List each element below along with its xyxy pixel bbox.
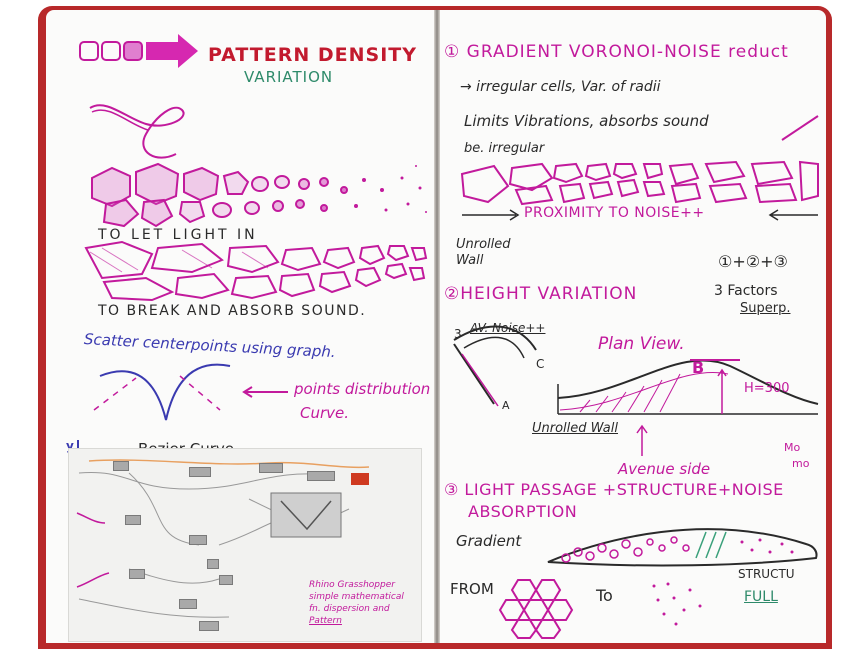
caption-let-light-in: TO LET LIGHT IN <box>98 227 258 243</box>
gh-output-node <box>351 473 369 485</box>
proximity-arrows <box>462 209 818 221</box>
label-h: H=300 <box>744 381 790 396</box>
gh-node <box>259 463 283 473</box>
grasshopper-note-line: simple mathematical <box>309 592 404 602</box>
grasshopper-screenshot: Rhino Grasshopper simple mathematical fn… <box>68 448 422 642</box>
grasshopper-note-line: fn. dispersion and <box>309 604 390 614</box>
pattern-arrow-icon <box>79 34 198 68</box>
spiral-sketch <box>89 104 185 159</box>
gh-node <box>189 467 211 477</box>
pattern-sketch-light <box>91 162 427 228</box>
gh-node <box>307 471 335 481</box>
label-3: 3 <box>454 327 462 341</box>
section1-line3: be. irregular <box>464 141 545 156</box>
gh-node <box>125 515 141 525</box>
plan-view-label: Plan View. <box>598 334 685 354</box>
hexagon-cluster <box>498 579 574 639</box>
voronoi-strip-sketch <box>460 160 819 206</box>
light-passage-sketch <box>547 528 818 567</box>
axis-y-label: y <box>66 439 74 453</box>
label-a: A <box>502 399 510 412</box>
note-curve: Curve. <box>300 404 350 422</box>
section2-title: ②HEIGHT VARIATION <box>444 284 638 304</box>
note-points-distribution: points distribution <box>294 380 431 398</box>
av-noise-label: AV. Noise++ <box>470 321 546 335</box>
gh-node <box>219 575 233 585</box>
avenue-side-label: Avenue side <box>618 460 711 478</box>
section3-title: ③ LIGHT PASSAGE +STRUCTURE+NOISE <box>444 480 784 499</box>
caption-break-absorb-sound: TO BREAK AND ABSORB SOUND. <box>98 303 367 319</box>
full-label: FULL <box>744 589 778 605</box>
pattern-sketch-sound <box>84 240 428 302</box>
section1-line2: Limits Vibrations, absorbs sound <box>464 112 709 130</box>
gh-node <box>129 569 145 579</box>
mo-label: Mo <box>784 441 801 454</box>
gh-node <box>207 559 219 569</box>
to-label: To <box>596 586 613 605</box>
section1-line1: → irregular cells, Var. of radii <box>460 79 661 95</box>
gh-node <box>189 535 207 545</box>
slash-mark <box>781 115 819 141</box>
gh-graph-panel <box>270 492 342 538</box>
gh-node <box>179 599 197 609</box>
structure-label: STRUCTU <box>738 567 795 581</box>
height-variation-sketch <box>453 325 819 415</box>
page-gutter <box>434 10 440 643</box>
mo-label: mo <box>792 457 810 470</box>
gh-node <box>199 621 219 631</box>
gradient-label: Gradient <box>456 532 522 550</box>
right-page: ① GRADIENT VORONOI-NOISE reduct → irregu… <box>440 10 826 643</box>
factors-equation: ①+②+③ <box>718 252 788 271</box>
factors-label: Superp. <box>740 301 791 316</box>
title-variation: VARIATION <box>244 68 334 86</box>
dot-pattern <box>652 582 702 626</box>
section1-title: ① GRADIENT VORONOI-NOISE reduct <box>444 42 789 62</box>
unrolled-wall-label: Wall <box>456 253 484 268</box>
label-c: C <box>536 357 545 371</box>
unrolled-wall-label-2: Unrolled Wall <box>532 421 618 436</box>
arrow-left-icon <box>242 386 288 398</box>
from-label: FROM <box>450 580 494 598</box>
title-pattern-density: PATTERN DENSITY <box>208 44 418 66</box>
unrolled-wall-label: Unrolled <box>456 237 511 252</box>
grasshopper-note-line: Rhino Grasshopper <box>309 580 395 590</box>
section3-title-2: ABSORPTION <box>468 502 578 521</box>
factors-label: 3 Factors <box>714 283 778 299</box>
label-b: B <box>692 358 705 377</box>
proximity-to-noise: PROXIMITY TO NOISE++ <box>524 205 705 221</box>
grasshopper-note-line: Pattern <box>309 616 342 626</box>
gh-arrow-icon <box>76 512 110 588</box>
avenue-arrow-icon <box>636 424 648 456</box>
bezier-curve-sketch <box>93 363 231 421</box>
gh-node <box>113 461 129 471</box>
